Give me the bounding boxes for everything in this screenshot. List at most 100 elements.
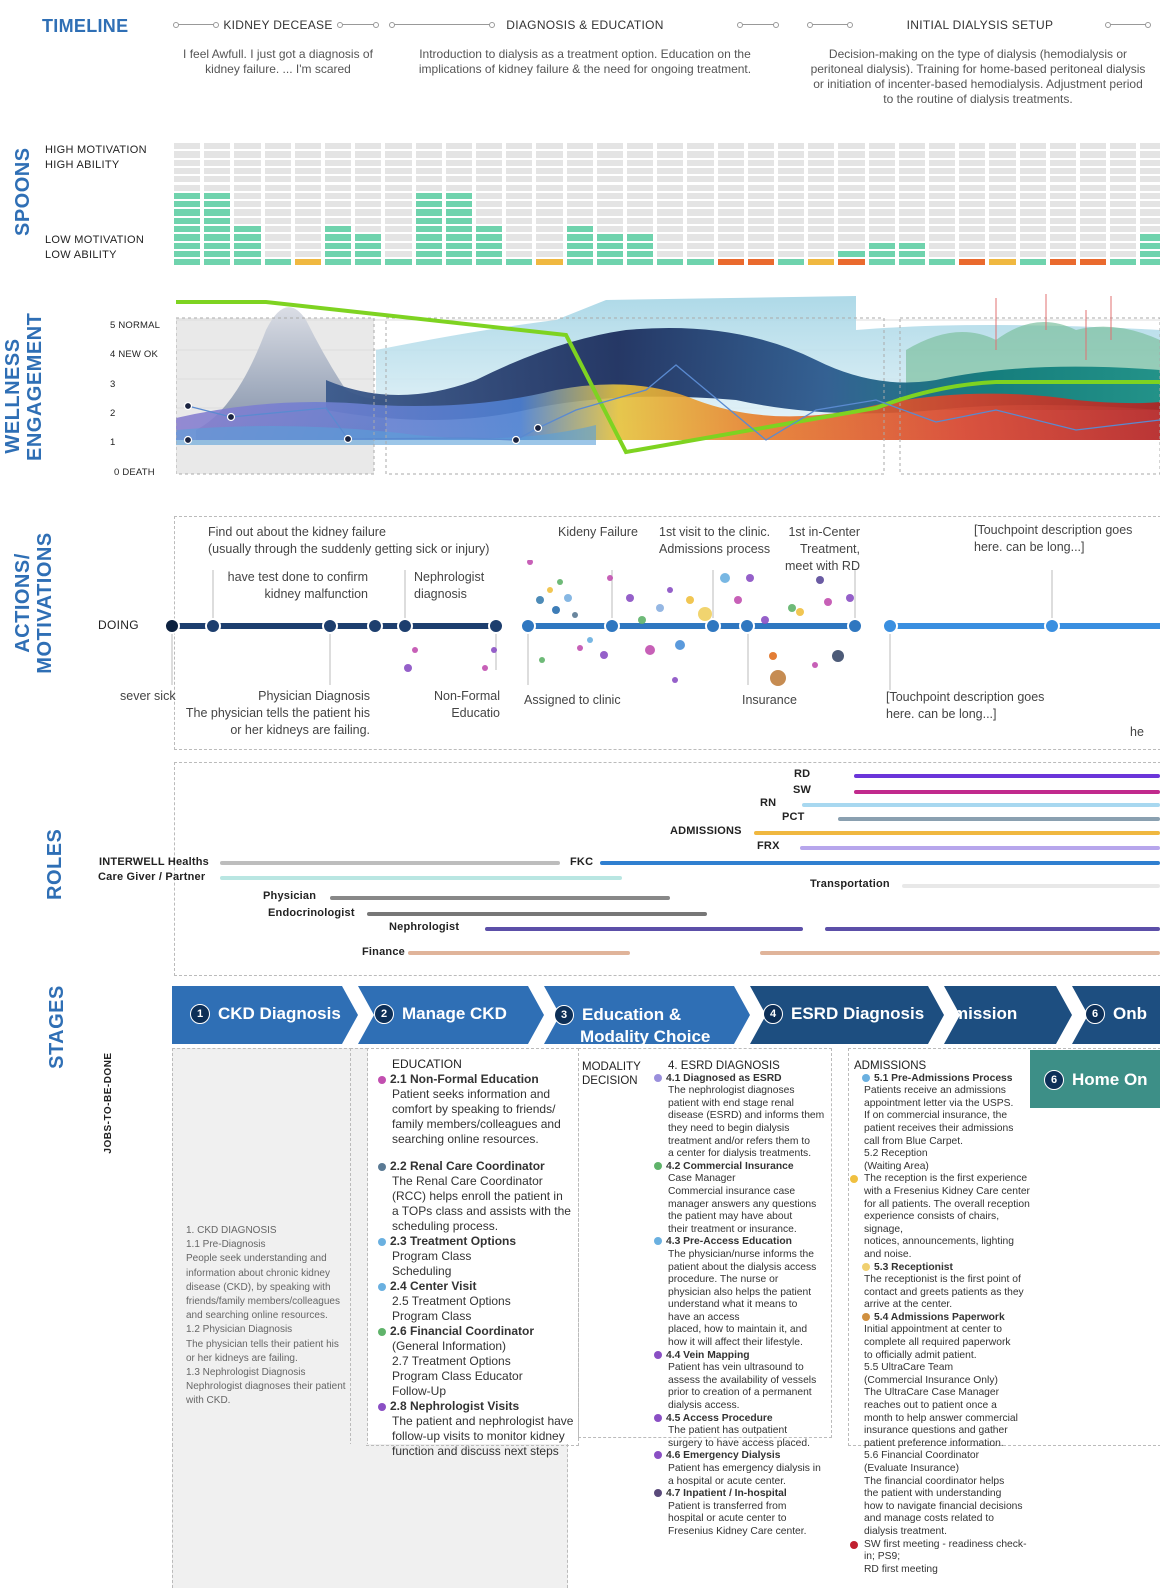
- job-item-text: Patient has vein ultrasound to: [668, 1362, 804, 1374]
- stage-number: 6: [1085, 1004, 1105, 1024]
- spoon-cell: [264, 242, 291, 249]
- spoon-cell: [657, 167, 684, 175]
- spoon-cell: [566, 250, 593, 258]
- action-below-5: Insurance: [742, 693, 797, 707]
- spoon-cell: [536, 226, 563, 233]
- spoon-cell: [1049, 192, 1076, 200]
- job-item-text: they need to begin dialysis: [668, 1122, 790, 1134]
- spoon-cell: [808, 159, 835, 166]
- spoon-cell: [657, 217, 684, 224]
- action-below-7: he: [1130, 725, 1144, 739]
- spoon-cell: [476, 217, 503, 224]
- job-item-title-text: 4.6 Emergency Dialysis: [666, 1450, 781, 1462]
- spoon-cell: [627, 209, 654, 216]
- spoon-cell: [294, 176, 321, 183]
- spoon-cell: [808, 143, 835, 150]
- spoon-cell: [174, 259, 201, 266]
- spoon-cell: [1019, 201, 1046, 208]
- action-dots: [164, 618, 1060, 634]
- job-item-text: how to navigate financial decisions: [864, 1500, 1023, 1512]
- spoon-cell: [234, 143, 261, 150]
- spoon-cell: [989, 234, 1016, 241]
- spoon-cell: [355, 192, 382, 200]
- spoon-cell: [808, 201, 835, 208]
- spoon-cell: [536, 159, 563, 166]
- spoon-cell: [294, 234, 321, 241]
- spoon-cell: [506, 201, 533, 208]
- spoon-cell: [747, 151, 774, 158]
- spoon-cell: [596, 226, 623, 233]
- spoon-cell: [355, 234, 382, 241]
- spoon-cell: [929, 167, 956, 175]
- spoon-cell: [566, 151, 593, 158]
- spoon-cell: [596, 143, 623, 150]
- motivation-bubbles: [404, 560, 854, 686]
- spoon-cell: [657, 201, 684, 208]
- spoon-cell: [385, 250, 412, 258]
- spoon-cell: [325, 226, 352, 233]
- spoon-cell: [687, 143, 714, 150]
- spoon-cell: [959, 217, 986, 224]
- spoon-cell: [596, 192, 623, 200]
- spoon-cell: [385, 217, 412, 224]
- spoon-cell: [596, 209, 623, 216]
- modality-head-1: MODALITY: [582, 1061, 641, 1073]
- spoon-cell: [204, 184, 231, 191]
- spoon-cell: [898, 159, 925, 166]
- spoon-cell: [778, 209, 805, 216]
- job-item-text: disease (ESRD) and informs them: [668, 1110, 825, 1122]
- job-text: with CKD.: [186, 1395, 231, 1407]
- spoon-cell: [415, 250, 442, 258]
- spoon-cell: [989, 226, 1016, 233]
- spoon-cell: [445, 234, 472, 241]
- spoon-cell: [264, 201, 291, 208]
- spoon-cell: [264, 151, 291, 158]
- spoon-cell: [747, 250, 774, 258]
- spoon-cell: [1140, 167, 1160, 175]
- bullet-dot-icon: [654, 1451, 662, 1460]
- spoon-cell: [536, 151, 563, 158]
- job-item-text: with a Fresenius Kidney Care center: [864, 1185, 1030, 1197]
- spoon-cell: [627, 159, 654, 166]
- action-text: (usually through the suddenly getting si…: [208, 542, 490, 556]
- spoon-cell: [627, 176, 654, 183]
- spoon-cell: [989, 151, 1016, 158]
- spoon-cell: [627, 184, 654, 191]
- spoon-cell: [325, 167, 352, 175]
- spoon-cell: [204, 226, 231, 233]
- spoon-cell: [174, 226, 201, 233]
- spoon-cell: [566, 234, 593, 241]
- spoon-cell: [1140, 242, 1160, 249]
- spoon-cell: [1080, 226, 1107, 233]
- spoon-cell: [204, 192, 231, 200]
- spoon-cell: [929, 259, 956, 266]
- job-text: and searching online resources.: [186, 1310, 328, 1322]
- job-item-text: The receptionist is the first point of: [864, 1274, 1021, 1286]
- job-item-title: 5.3 Receptionist: [862, 1262, 1035, 1275]
- spoon-cell: [1080, 217, 1107, 224]
- timeline-divider: [807, 22, 853, 28]
- spoon-cell: [959, 242, 986, 249]
- spoon-cell: [747, 234, 774, 241]
- spoon-cell: [989, 167, 1016, 175]
- spoon-cell: [536, 176, 563, 183]
- spoon-cell: [929, 250, 956, 258]
- home-label: Home On: [1072, 1070, 1148, 1089]
- spoon-cell: [929, 242, 956, 249]
- spoon-cell: [778, 167, 805, 175]
- stage-5[interactable]: mission: [953, 1004, 1017, 1062]
- spoon-cell: [385, 167, 412, 175]
- action-text: have test done to confirm: [227, 570, 368, 584]
- spoon-cell: [596, 217, 623, 224]
- action-text: diagnosis: [414, 587, 467, 601]
- spoon-cell: [929, 226, 956, 233]
